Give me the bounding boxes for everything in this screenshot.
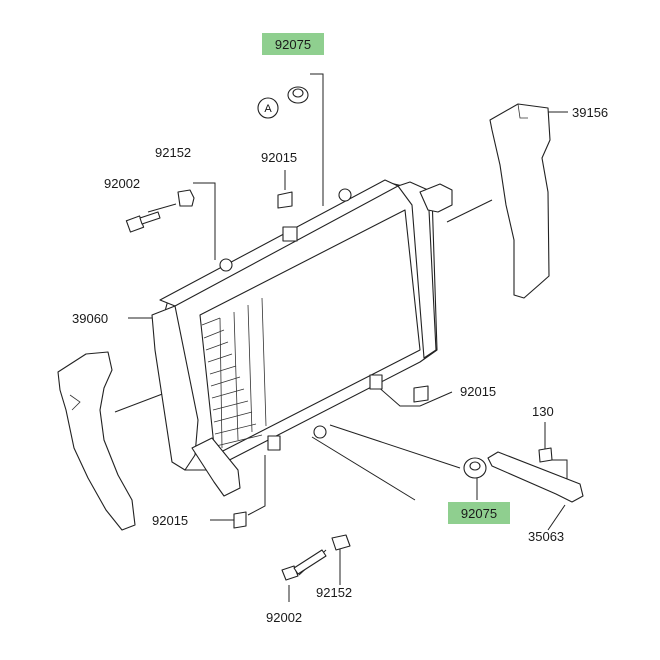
right-side-bracket: [369, 374, 383, 390]
highlight-grommet-bottom: [448, 502, 510, 524]
right-shroud-tab: [517, 103, 528, 119]
label-collar-top: 92152: [155, 145, 191, 160]
highlight-grommet-top: [262, 33, 324, 55]
part-labels: 92075 39156 92152 92002 92015 39060 9201…: [72, 37, 608, 625]
bracket-part: [487, 451, 584, 503]
leader-grommet-bottom-a: [329, 424, 461, 469]
label-bolt-bottom: 92002: [266, 610, 302, 625]
top-tab-right: [338, 188, 352, 202]
top-center-bracket: [282, 226, 298, 242]
leader-grommet-top: [310, 73, 324, 206]
label-grommet-top: 92075: [275, 37, 311, 52]
label-nut-right: 92015: [460, 384, 496, 399]
reference-mark-circle: A: [257, 97, 279, 119]
left-shroud-tab: [69, 394, 81, 411]
leader-nut-bottom-mount: [247, 455, 266, 516]
leader-lines: [114, 73, 568, 602]
upper-hose-outlet: [419, 183, 453, 213]
label-bracket: 35063: [528, 529, 564, 544]
leader-shroud-right-mount: [446, 199, 493, 223]
bolt-bottom-part: [281, 549, 327, 581]
label-radiator: 39060: [72, 311, 108, 326]
label-grommet-bottom: 92075: [461, 506, 497, 521]
reference-mark-label: A: [264, 103, 272, 115]
collar-top-part: [177, 189, 195, 207]
leader-bolt-top: [147, 203, 177, 213]
radiator-fins: [201, 297, 267, 449]
label-nut-bottom: 92015: [152, 513, 188, 528]
right-shroud-part: [489, 103, 551, 299]
label-shroud-right: 39156: [572, 105, 608, 120]
leader-shroud-left: [114, 392, 166, 413]
leader-nut-right: [375, 384, 453, 407]
label-bolt-bracket: 130: [532, 404, 554, 419]
bottom-tab: [313, 425, 327, 439]
leader-bracket: [547, 504, 566, 531]
grommet-bottom-part: [463, 457, 487, 479]
nut-bottom-part: [233, 511, 247, 529]
label-nut-top: 92015: [261, 150, 297, 165]
nut-right-part: [413, 385, 429, 403]
grommet-top-part: [287, 86, 309, 104]
left-shroud-part: [57, 351, 136, 531]
top-tab-left: [219, 258, 233, 272]
bottom-side-bracket: [267, 435, 281, 451]
label-bolt-top: 92002: [104, 176, 140, 191]
lower-hose-outlet: [191, 437, 241, 497]
bolt-top-part: [125, 211, 161, 233]
leader-collar-top: [193, 182, 216, 260]
collar-bottom-part: [331, 534, 351, 551]
leader-grommet-bottom-b: [311, 436, 416, 501]
label-collar-bottom: 92152: [316, 585, 352, 600]
bolt-bracket-part: [538, 447, 553, 463]
nut-top-part: [277, 191, 293, 209]
radiator-core: [151, 179, 453, 497]
